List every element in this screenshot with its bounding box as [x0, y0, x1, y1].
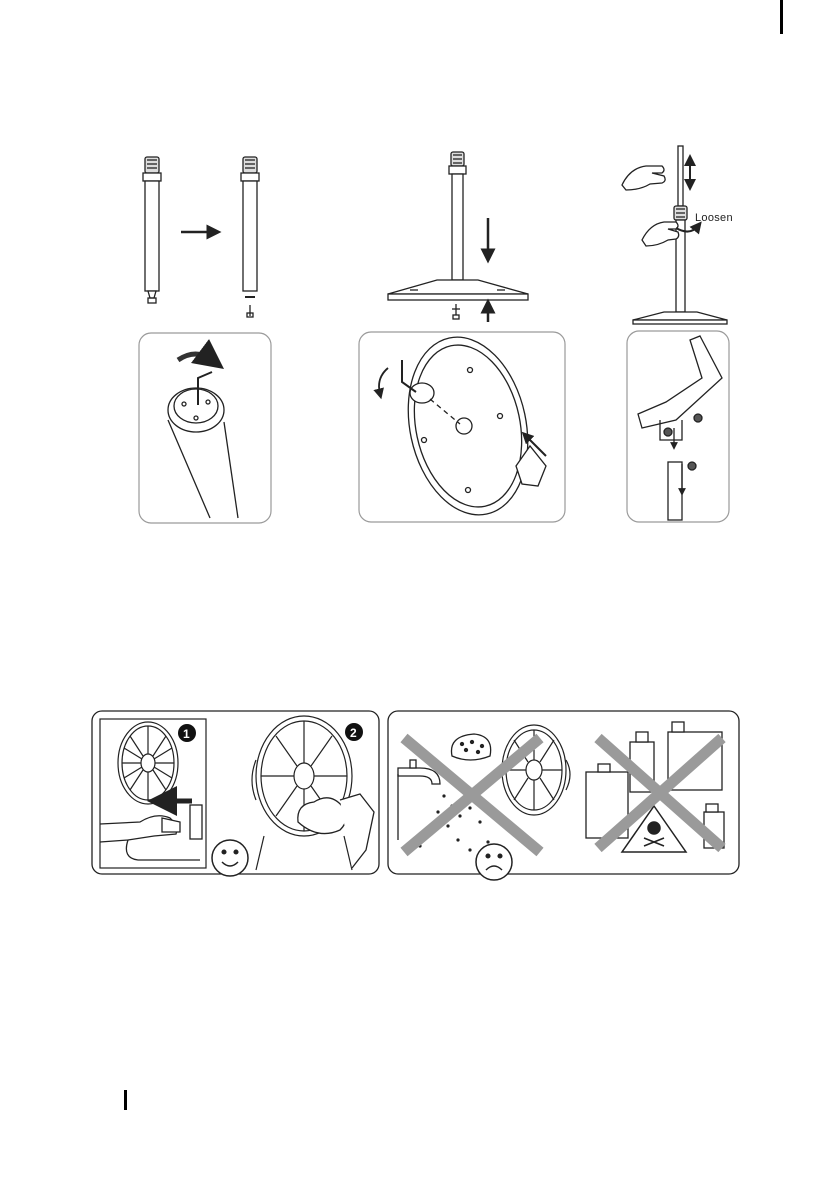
- detail-panel-3: [627, 331, 729, 522]
- step-number-2-label: 2: [350, 726, 357, 740]
- pole-icon: [241, 157, 259, 317]
- assembly-step3-height: Loosen: [622, 146, 733, 324]
- cleaning-dont-panel: [388, 711, 739, 880]
- hand-icon: [622, 166, 665, 190]
- smiley-happy-icon: [212, 840, 248, 876]
- assembly-step2-base: [388, 152, 528, 322]
- pole-icon: [449, 152, 466, 280]
- base-plate-icon: [388, 280, 528, 300]
- screw-icon: [452, 304, 460, 319]
- pole-icon: [143, 157, 161, 303]
- detail-panel-1: [139, 333, 271, 523]
- cleaning-do-panel: 1 2: [92, 711, 379, 876]
- assembly-step1-poles: [143, 157, 259, 317]
- detail-panel-2: [359, 326, 565, 526]
- hand-icon: [642, 222, 679, 246]
- loosen-label: Loosen: [695, 212, 733, 224]
- smiley-sad-icon: [476, 844, 512, 880]
- fan-icon: [118, 722, 178, 804]
- step-number-1-label: 1: [183, 727, 190, 741]
